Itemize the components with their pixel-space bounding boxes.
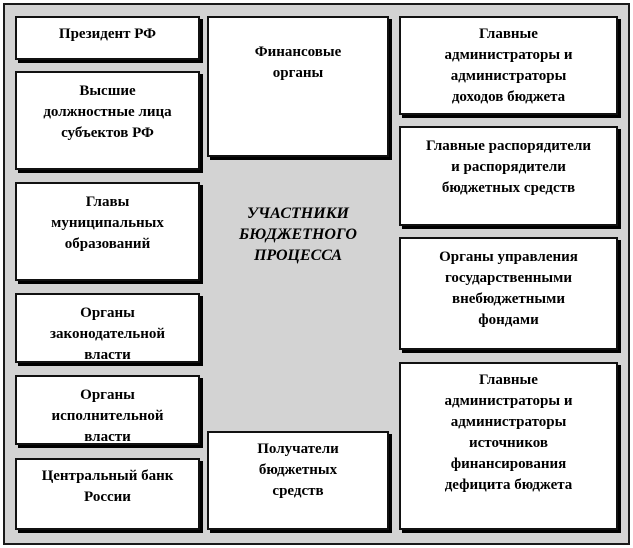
node-budget-fund-managers: Главные распорядители и распорядители бю… [399,126,618,226]
node-executive-bodies: Органы исполнительной власти [15,375,200,445]
node-municipal-heads: Главы муниципальных образований [15,182,200,281]
node-budget-recipients: Получатели бюджетных средств [207,431,389,530]
node-president: Президент РФ [15,16,200,60]
node-deficit-financing-administrators: Главные администраторы и администраторы … [399,362,618,530]
node-legislative-bodies: Органы законодательной власти [15,293,200,363]
node-central-bank: Центральный банк России [15,458,200,530]
node-offbudget-fund-bodies: Органы управления государственными внебю… [399,237,618,350]
diagram-center-title: УЧАСТНИКИ БЮДЖЕТНОГО ПРОЦЕССА [239,205,357,264]
node-finance-bodies: Финансовые органы [207,16,389,157]
node-regional-officials: Высшие должностные лица субъектов РФ [15,71,200,170]
node-revenue-administrators: Главные администраторы и администраторы … [399,16,618,115]
